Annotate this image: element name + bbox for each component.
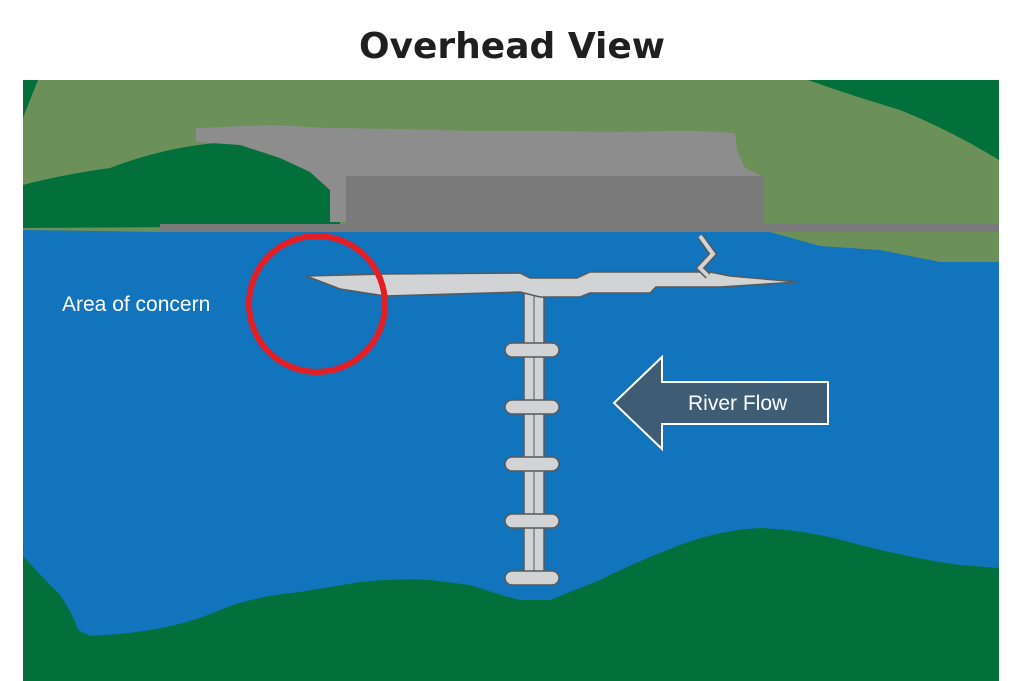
river-flow-arrow [612,354,829,452]
area-of-concern-label: Area of concern [62,293,210,316]
pier-bar-2 [504,399,560,415]
shoreline-strip [160,224,999,232]
river-flow-label: River Flow [688,392,788,415]
hill-top-left [23,142,340,228]
hill-top-right [808,80,999,160]
pier-bar-3 [504,456,560,472]
dam-block [346,176,764,226]
pier-bar-1 [504,342,560,358]
page-title: Overhead View [358,26,666,67]
area-of-concern-circle [246,233,388,375]
pier-bar-4 [504,513,560,529]
guide-wall [305,271,799,298]
hill-corner-left [23,80,38,118]
land-bottom-left [23,528,999,681]
pier-bar-5 [504,570,560,586]
